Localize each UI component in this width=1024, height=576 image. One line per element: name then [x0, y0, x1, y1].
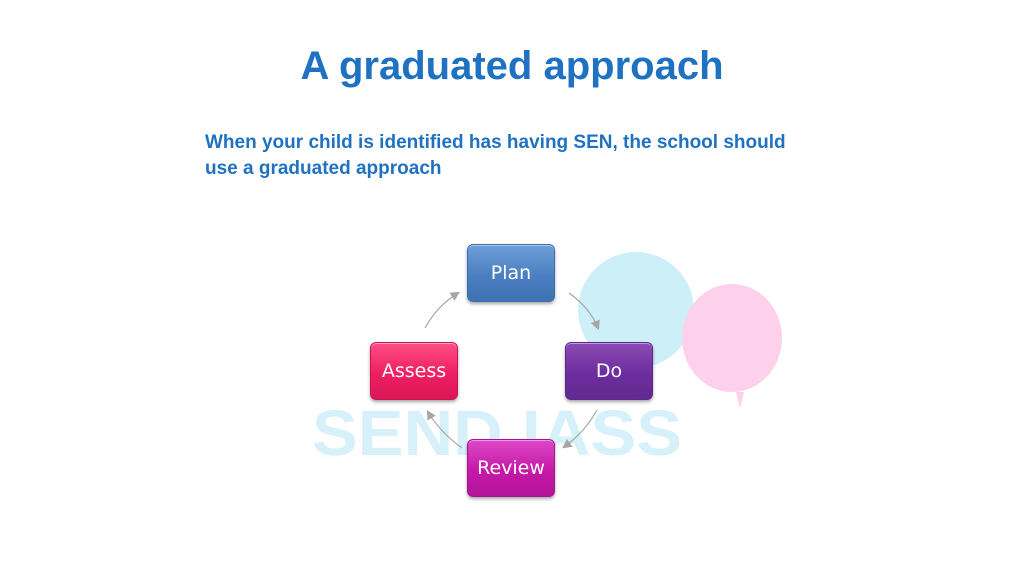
- arrow-review-to-assess: [426, 409, 463, 449]
- cycle-node-plan: Plan: [467, 244, 555, 302]
- cycle-node-assess: Assess: [370, 342, 458, 400]
- cycle-node-review: Review: [467, 439, 555, 497]
- cycle-node-label: Review: [477, 457, 545, 479]
- slide-subtitle: When your child is identified has having…: [205, 132, 786, 179]
- cycle-node-label: Assess: [381, 360, 447, 382]
- slide-title: A graduated approach: [300, 44, 724, 88]
- arrow-assess-to-plan: [424, 291, 461, 329]
- cycle-node-label: Plan: [490, 262, 532, 284]
- arrow-do-to-review: [562, 409, 598, 449]
- balloon-icon-pink: [682, 284, 782, 408]
- cycle-node-do: Do: [565, 342, 653, 400]
- cycle-node-label: Do: [595, 360, 623, 382]
- arrow-plan-to-do: [568, 292, 600, 331]
